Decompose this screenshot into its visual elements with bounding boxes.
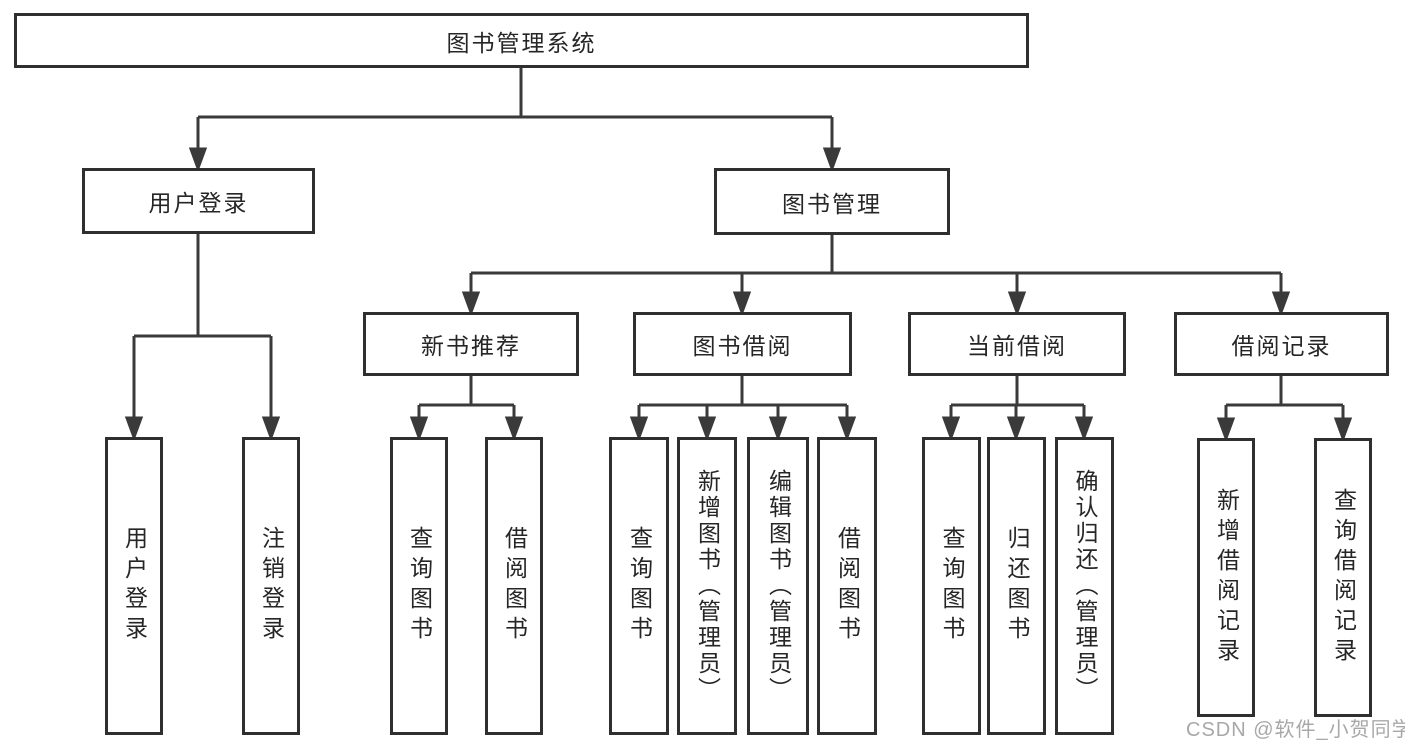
node-label: 确认归还（管理员）: [1072, 469, 1098, 703]
node-cb-return-book: 归还图书: [987, 437, 1046, 735]
arrowhead: [732, 291, 752, 317]
node-label: 用户登录: [148, 190, 249, 216]
node-rec-query-book: 查询图书: [390, 437, 448, 735]
node-bb-query-book: 查询图书: [609, 437, 669, 735]
node-label: 编辑图书（管理员）: [765, 469, 792, 703]
node-label: 归还图书: [1004, 526, 1030, 646]
node-borrow-record: 借阅记录: [1174, 312, 1389, 376]
csdn-watermark: CSDN @软件_小贺同学: [1186, 719, 1405, 741]
node-label: 借阅图书: [834, 526, 861, 646]
edge-borrowrecord-trunk: [1226, 376, 1343, 407]
node-user-login: 用户登录: [82, 168, 315, 234]
arrowhead: [1216, 417, 1236, 443]
node-label: 新书推荐: [421, 333, 521, 359]
node-br-add-record: 新增借阅记录: [1197, 438, 1255, 717]
arrowhead: [409, 416, 429, 442]
node-label: 图书管理系统: [446, 29, 597, 56]
node-rec-borrow-book: 借阅图书: [485, 437, 543, 735]
arrowhead: [697, 416, 717, 442]
node-label: 用户登录: [121, 526, 148, 646]
node-bb-edit-book: 编辑图书（管理员）: [747, 437, 809, 735]
node-label: 查询图书: [939, 526, 965, 646]
edge-bookborrow-trunk: [639, 376, 847, 407]
arrowhead: [1007, 291, 1027, 317]
node-label: 查询图书: [406, 526, 433, 646]
edge-newbookrec-trunk: [419, 376, 514, 407]
node-bb-borrow-book: 借阅图书: [817, 437, 877, 735]
node-cb-query-book: 查询图书: [922, 437, 981, 735]
edge-bookmgmt-trunk: [471, 235, 1281, 275]
arrowhead: [837, 416, 857, 442]
node-current-borrow: 当前借阅: [908, 312, 1126, 376]
arrowhead: [261, 416, 281, 442]
arrowhead: [822, 147, 842, 173]
node-label: 借阅记录: [1231, 333, 1332, 359]
node-user-login-leaf: 用户登录: [105, 437, 163, 735]
arrowhead: [941, 416, 961, 442]
node-label: 借阅图书: [501, 526, 528, 646]
node-label: 新增借阅记录: [1213, 487, 1240, 668]
arrowhead: [1271, 291, 1291, 317]
arrowhead: [629, 416, 649, 442]
edge-userlogin-trunk: [134, 233, 271, 338]
node-label: 查询图书: [626, 526, 653, 646]
node-label: 查询借阅记录: [1330, 487, 1357, 668]
node-label: 新增图书（管理员）: [694, 469, 721, 703]
node-cb-confirm-return: 确认归还（管理员）: [1055, 437, 1114, 735]
arrowhead: [1074, 416, 1094, 442]
edge-root-trunk: [198, 68, 832, 119]
arrowhead: [124, 416, 144, 442]
arrowhead: [504, 416, 524, 442]
node-bb-add-book: 新增图书（管理员）: [677, 437, 737, 735]
node-book-borrow: 图书借阅: [633, 312, 852, 376]
node-label: 图书借阅: [692, 333, 793, 359]
node-label: 当前借阅: [967, 333, 1067, 359]
arrowhead: [1006, 416, 1026, 442]
edge-currentborrow-trunk: [951, 376, 1084, 407]
node-br-query-record: 查询借阅记录: [1314, 438, 1372, 717]
arrowhead: [461, 291, 481, 317]
node-label: 图书管理: [782, 190, 882, 217]
node-root: 图书管理系统: [14, 13, 1029, 68]
node-new-book-rec: 新书推荐: [363, 312, 579, 376]
node-book-mgmt: 图书管理: [714, 168, 950, 235]
node-logout-leaf: 注销登录: [242, 437, 300, 735]
arrowhead: [188, 147, 208, 173]
node-label: 注销登录: [258, 526, 285, 646]
arrowhead: [1333, 417, 1353, 443]
arrowhead: [768, 416, 788, 442]
